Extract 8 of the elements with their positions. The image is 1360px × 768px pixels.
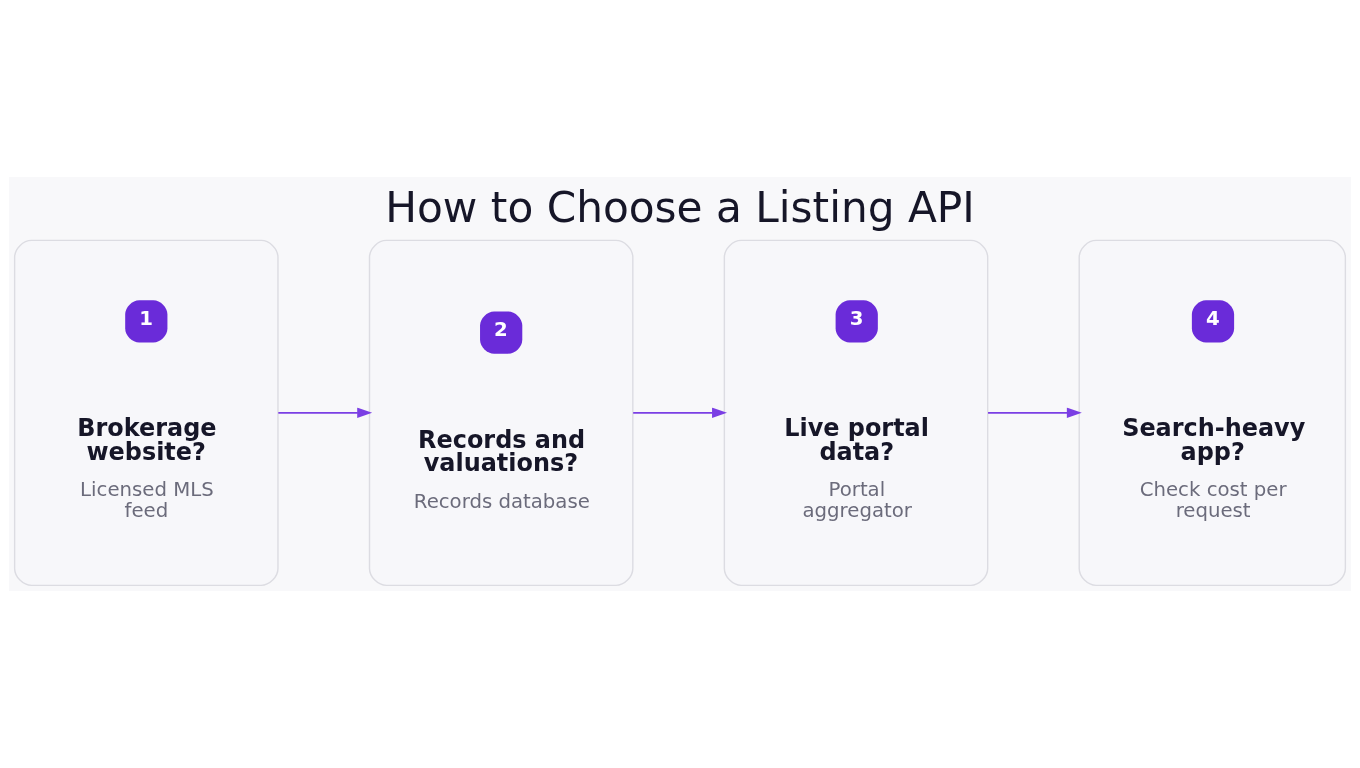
node-box: 3 Live portal data? Portal aggregator: [723, 239, 989, 587]
diagram-title: How to Choose a Listing API: [385, 183, 975, 233]
arrow: [277, 407, 373, 419]
node-box: 1 Brokerage website? Licensed MLS feed: [13, 239, 279, 587]
node-box: 4 Search-heavy app? Check cost per request: [1078, 239, 1347, 587]
arrow: [632, 407, 727, 419]
node-box: 2 Records and valuations? Records database: [368, 239, 634, 587]
arrow: [987, 407, 1082, 419]
